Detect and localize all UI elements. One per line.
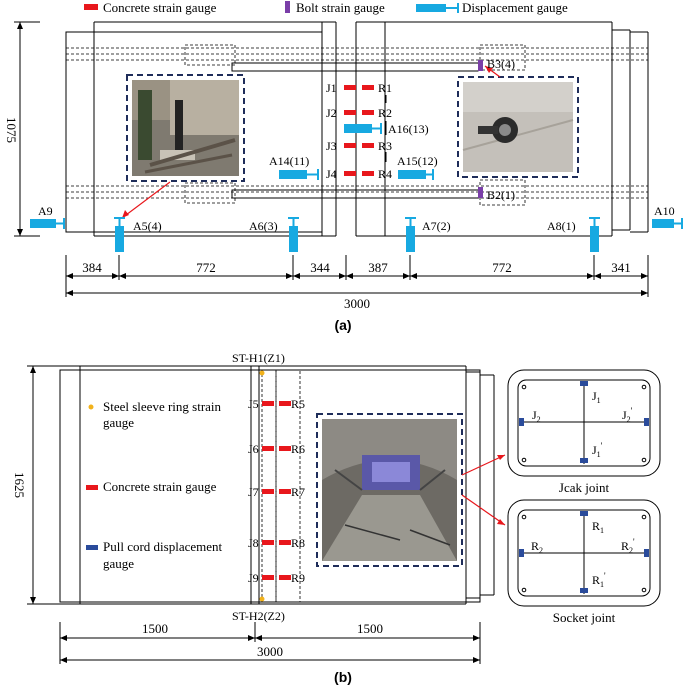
legend-bolt-label: Bolt strain gauge — [296, 0, 385, 15]
label-r5: R5 — [291, 397, 305, 411]
label-r2: R2 — [378, 106, 392, 120]
label-r1: R1 — [378, 81, 392, 95]
label-j4: J4 — [326, 167, 337, 181]
concrete-gauges-b — [262, 401, 291, 580]
jcak-joint-title: Jcak joint — [559, 480, 610, 495]
legend-pull-line2: gauge — [103, 556, 134, 571]
dim-a-seg-1: 384 — [82, 260, 102, 275]
disp-label-a16: A16(13) — [388, 122, 429, 136]
legend-displacement-icon — [416, 3, 459, 13]
photo-displacement-gauge — [132, 80, 239, 176]
label-j1: J1 — [326, 81, 337, 95]
dim-a-seg-2: 772 — [196, 260, 216, 275]
disp-gauge-a7 — [405, 217, 416, 252]
label-r6: R6 — [291, 442, 305, 456]
panel-b-dims — [59, 622, 481, 664]
disp-label-a9: A9 — [38, 204, 53, 218]
disp-label-a8: A8(1) — [547, 219, 576, 233]
disp-label-a14: A14(11) — [269, 154, 309, 168]
label-st-h1: ST-H1(Z1) — [232, 351, 285, 365]
dim-a-seg-5: 772 — [492, 260, 512, 275]
sleeve-gauge-top — [259, 370, 265, 376]
legend-concrete-b-label: Concrete strain gauge — [103, 479, 217, 494]
legend-concrete-b-swatch — [86, 485, 98, 490]
label-j9: J9 — [248, 571, 259, 585]
panel-b: 1625 ST-H1(Z1) ST-H2(Z2) — [12, 351, 661, 685]
concrete-gauges-a — [344, 85, 387, 176]
label-j3: J3 — [326, 139, 337, 153]
dim-a-seg-3: 344 — [310, 260, 330, 275]
svg-text:J2': J2' — [622, 406, 633, 424]
photo-frame-left — [126, 74, 245, 182]
socket-joint-section: R1 R2 R2' R1' — [507, 499, 661, 607]
label-r7: R7 — [291, 485, 305, 499]
jcak-joint-section: J1 J2 J2' J1' — [507, 369, 661, 477]
panel-a-dims — [65, 255, 649, 297]
dim-b-total: 3000 — [257, 644, 283, 659]
legend-pull-swatch — [86, 545, 98, 550]
legend-bolt-swatch — [285, 1, 290, 13]
label-st-h2: ST-H2(Z2) — [232, 609, 285, 623]
disp-label-a10: A10 — [654, 204, 675, 218]
svg-text:J2: J2 — [532, 408, 541, 424]
legend-sleeve-marker — [88, 404, 94, 410]
svg-text:J1: J1 — [592, 389, 601, 405]
svg-text:J1': J1' — [592, 441, 603, 459]
disp-gauge-a10 — [652, 218, 683, 229]
disp-gauge-a8 — [589, 217, 600, 252]
caption-a: (a) — [334, 317, 351, 333]
svg-text:R1': R1' — [592, 571, 606, 589]
bolt-gauge-b3 — [478, 60, 483, 71]
legend-concrete-swatch — [84, 4, 98, 10]
disp-gauge-a9 — [30, 218, 65, 229]
panel-a-height-dim: 1075 — [4, 117, 19, 143]
label-r3: R3 — [378, 139, 392, 153]
disp-label-a15: A15(12) — [397, 154, 438, 168]
label-j6: J6 — [248, 442, 259, 456]
photo-bolt-gauge — [462, 82, 574, 172]
panel-a: 1075 — [4, 21, 683, 333]
disp-label-a6: A6(3) — [249, 219, 278, 233]
legend-a: Concrete strain gauge Bolt strain gauge … — [84, 0, 568, 15]
label-r4: R4 — [378, 167, 392, 181]
bolt-label-b2: B2(1) — [487, 188, 515, 202]
disp-gauge-a14 — [279, 169, 319, 180]
dim-a-seg-6: 341 — [611, 260, 631, 275]
disp-label-a7: A7(2) — [422, 219, 451, 233]
svg-text:R1: R1 — [592, 519, 604, 535]
disp-label-a5: A5(4) — [133, 219, 162, 233]
dim-b-seg-2: 1500 — [357, 621, 383, 636]
label-j8: J8 — [248, 536, 259, 550]
legend-displacement-label: Displacement gauge — [462, 0, 568, 15]
photo-frame-tunnel — [316, 413, 463, 567]
svg-text:R2': R2' — [621, 537, 635, 555]
photo-tunnel-interior — [322, 419, 457, 561]
disp-gauge-a6 — [288, 217, 299, 252]
socket-joint-title: Socket joint — [553, 610, 616, 625]
sleeve-gauge-bottom — [259, 596, 265, 602]
disp-gauge-a16 — [344, 123, 382, 134]
label-j5: J5 — [248, 397, 259, 411]
dim-a-total: 3000 — [344, 296, 370, 311]
panel-b-height-dim: 1625 — [12, 472, 27, 498]
dim-b-seg-1: 1500 — [142, 621, 168, 636]
disp-gauge-a15 — [398, 169, 434, 180]
legend-sleeve-line2: gauge — [103, 415, 134, 430]
bolt-gauge-b2 — [478, 187, 483, 198]
disp-gauge-a5 — [114, 217, 125, 252]
legend-concrete-label: Concrete strain gauge — [103, 0, 217, 15]
label-r8: R8 — [291, 536, 305, 550]
svg-text:R2: R2 — [531, 539, 543, 555]
legend-pull-line1: Pull cord displacement — [103, 539, 223, 554]
legend-sleeve-line1: Steel sleeve ring strain — [103, 399, 222, 414]
label-j7: J7 — [248, 485, 259, 499]
photo-frame-right — [457, 76, 579, 178]
label-j2: J2 — [326, 106, 337, 120]
label-r9: R9 — [291, 571, 305, 585]
caption-b: (b) — [334, 669, 352, 685]
bolt-label-b3: B3(4) — [487, 57, 515, 71]
dim-a-seg-4: 387 — [368, 260, 388, 275]
